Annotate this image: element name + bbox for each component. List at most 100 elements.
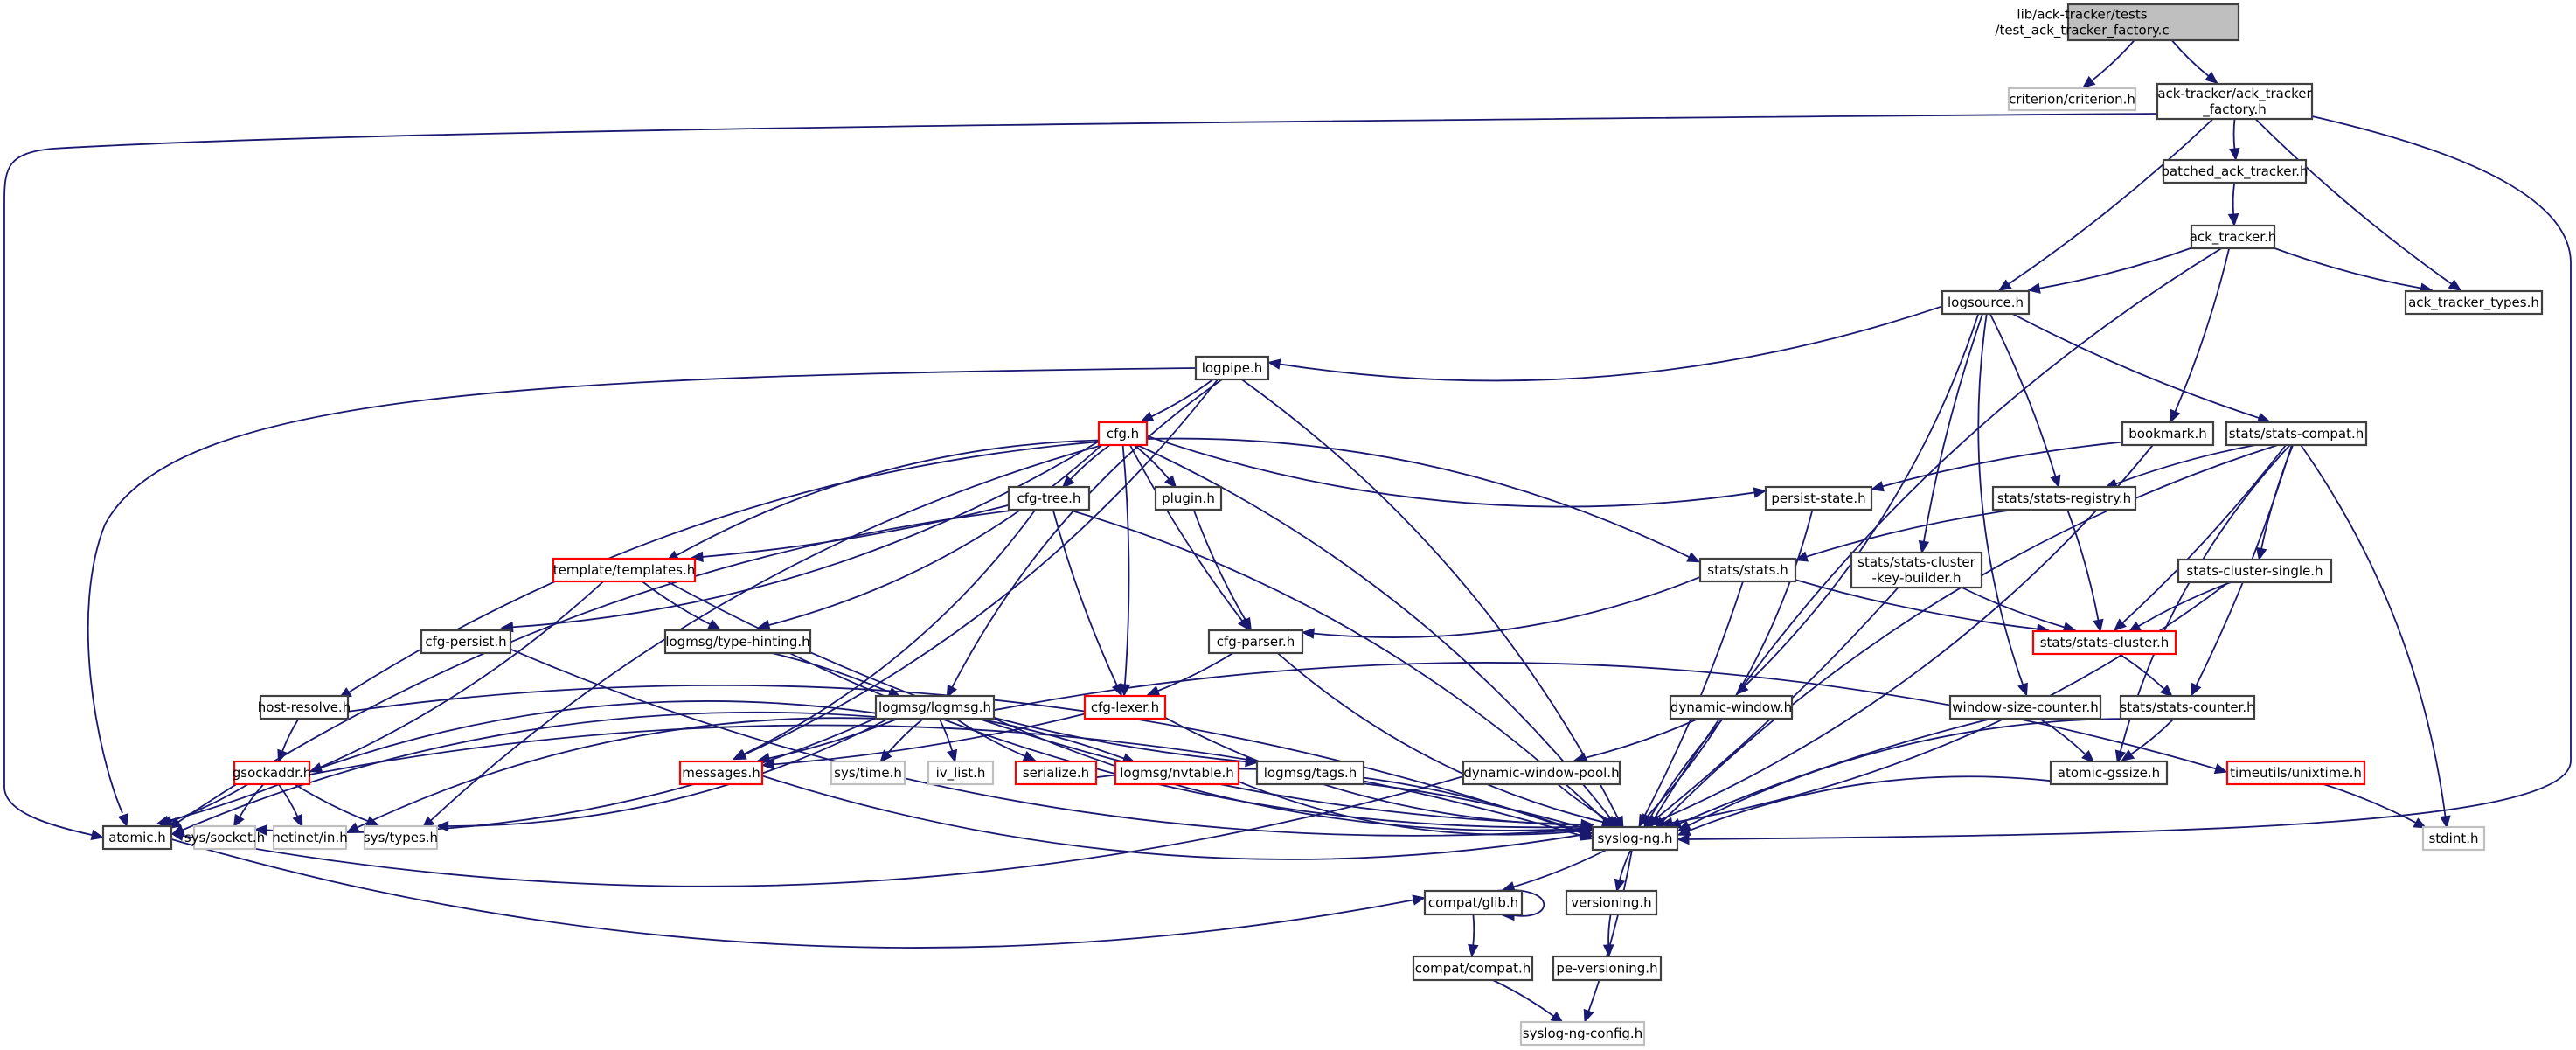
graph-node-persist[interactable]: persist-state.h xyxy=(1764,485,1873,511)
graph-node-statscompat[interactable]: stats/stats-compat.h xyxy=(2225,421,2368,447)
node-label: ack-tracker/ack_tracker xyxy=(2157,86,2312,102)
graph-node-cfglexer[interactable]: cfg-lexer.h xyxy=(1083,694,1167,720)
graph-node-batched[interactable]: batched_ack_tracker.h xyxy=(2161,158,2309,184)
edge-line xyxy=(319,700,877,769)
node-label: batched_ack_tracker.h xyxy=(2161,163,2308,180)
edge-compat-to-config xyxy=(1492,979,1565,1024)
graph-node-winsize[interactable]: window-size-counter.h xyxy=(1948,694,2102,720)
edge-line xyxy=(1961,587,2066,629)
node-box xyxy=(552,557,697,583)
graph-node-keybuilder[interactable]: stats/stats-cluster-key-builder.h xyxy=(1850,551,1983,589)
graph-node-serialize[interactable]: serialize.h xyxy=(1014,760,1098,786)
node-label: stdint.h xyxy=(2428,831,2478,846)
graph-node-netinet[interactable]: netinet/in.h xyxy=(272,824,348,851)
edge-acktracker-to-logsource xyxy=(2027,247,2192,294)
node-box xyxy=(1552,955,1663,982)
graph-node-statsregistry[interactable]: stats/stats-registry.h xyxy=(1991,485,2137,511)
edge-bookmark-to-persist xyxy=(1870,441,2123,492)
arrowhead-icon xyxy=(707,619,722,630)
arrowhead-icon xyxy=(1606,815,1621,827)
node-label: sys/types.h xyxy=(364,830,438,845)
graph-node-unixtime[interactable]: timeutils/unixtime.h xyxy=(2225,760,2366,786)
graph-node-statscluster[interactable]: stats/stats-cluster.h xyxy=(2031,629,2177,656)
graph-node-stdint[interactable]: stdint.h xyxy=(2421,825,2486,852)
graph-node-peversioning[interactable]: pe-versioning.h xyxy=(1552,955,1663,982)
graph-node-nvtable[interactable]: logmsg/nvtable.h xyxy=(1114,760,1240,786)
node-box xyxy=(874,694,996,720)
edge-line xyxy=(294,783,370,823)
graph-node-compat[interactable]: compat/compat.h xyxy=(1412,955,1534,982)
graph-node-logmsg[interactable]: logmsg/logmsg.h xyxy=(874,694,996,720)
graph-node-statscounter[interactable]: stats/stats-counter.h xyxy=(2119,694,2256,720)
node-box xyxy=(2404,289,2544,316)
graph-node-acktracker[interactable]: ack_tracker.h xyxy=(2190,224,2277,250)
node-box xyxy=(927,760,995,786)
graph-node-dynwinpool[interactable]: dynamic-window-pool.h xyxy=(1462,760,1621,786)
edge-line xyxy=(1743,313,1980,688)
graph-node-cfgparser[interactable]: cfg-parser.h xyxy=(1207,629,1304,655)
graph-node-cfgtree[interactable]: cfg-tree.h xyxy=(1007,485,1091,511)
edge-line xyxy=(1052,509,1119,687)
node-box xyxy=(1991,485,2137,511)
node-box xyxy=(1698,557,1797,583)
node-label: cfg-parser.h xyxy=(1217,634,1295,650)
graph-node-logpipe[interactable]: logpipe.h xyxy=(1194,355,1270,381)
graph-node-bookmark[interactable]: bookmark.h xyxy=(2121,421,2215,447)
graph-node-factory[interactable]: ack-tracker/ack_tracker_factory.h xyxy=(2156,82,2314,121)
graph-node-syssocket[interactable]: sys/socket.h xyxy=(184,824,265,851)
graph-node-acktypes[interactable]: ack_tracker_types.h xyxy=(2404,289,2544,316)
node-box xyxy=(2190,224,2276,250)
node-label: -key-builder.h xyxy=(1872,570,1962,586)
node-label: ack_tracker.h xyxy=(2190,229,2277,246)
node-label: atomic.h xyxy=(108,830,166,845)
graph-node-tags[interactable]: logmsg/tags.h xyxy=(1255,760,1365,786)
graph-node-systypes[interactable]: sys/types.h xyxy=(363,824,439,851)
graph-node-versioning[interactable]: versioning.h xyxy=(1565,889,1658,916)
graph-node-stats[interactable]: stats/stats.h xyxy=(1698,557,1797,583)
graph-node-messages[interactable]: messages.h xyxy=(678,760,764,786)
graph-node-ivlist[interactable]: iv_list.h xyxy=(927,760,995,786)
node-label: syslog-ng-config.h xyxy=(1523,1026,1642,1041)
graph-node-config[interactable]: syslog-ng-config.h xyxy=(1519,1020,1646,1047)
graph-node-criterion[interactable]: criterion/criterion.h xyxy=(2007,87,2137,112)
graph-node-hostresolve[interactable]: host-resolve.h xyxy=(258,694,351,720)
edge-plugin-to-cfgparser xyxy=(1192,509,1252,631)
graph-node-templates[interactable]: template/templates.h xyxy=(552,557,697,583)
arrowhead-icon xyxy=(309,762,323,773)
node-label: host-resolve.h xyxy=(258,699,351,715)
node-label: window-size-counter.h xyxy=(1952,699,2098,715)
arrowhead-icon xyxy=(1022,750,1037,761)
graph-node-typehinting[interactable]: logmsg/type-hinting.h xyxy=(663,629,812,655)
graph-node-glib[interactable]: compat/glib.h xyxy=(1423,889,1524,916)
edge-logsource-to-keybuilder xyxy=(1918,313,1983,554)
graph-node-syslogng[interactable]: syslog-ng.h xyxy=(1591,825,1679,852)
node-box xyxy=(1941,289,2031,316)
arrowhead-icon xyxy=(732,749,746,761)
edge-line xyxy=(2129,718,2175,756)
edge-line xyxy=(2254,118,2453,286)
node-label: logmsg/tags.h xyxy=(1264,765,1357,781)
arrowhead-icon xyxy=(1870,481,1885,492)
edge-logpipe-to-cfg xyxy=(1140,379,1214,422)
graph-node-atomicgssize[interactable]: atomic-gssize.h xyxy=(2049,760,2169,786)
graph-node-clustersingle[interactable]: stats-cluster-single.h xyxy=(2177,558,2333,584)
graph-node-gsockaddr[interactable]: gsockaddr.h xyxy=(233,760,311,786)
edge-line xyxy=(1977,313,2024,686)
graph-node-plugin[interactable]: plugin.h xyxy=(1154,485,1223,511)
arrowhead-icon xyxy=(2027,282,2041,294)
arrowhead-icon xyxy=(1240,616,1252,631)
arrowhead-icon xyxy=(1061,475,1075,489)
graph-node-systime[interactable]: sys/time.h xyxy=(830,760,906,786)
edge-line xyxy=(3,113,2158,836)
edge-line xyxy=(1164,717,1583,826)
graph-node-cfgpersist[interactable]: cfg-persist.h xyxy=(420,629,512,655)
graph-node-atomic[interactable]: atomic.h xyxy=(101,824,173,851)
edge-factory-to-atomic xyxy=(3,113,2158,841)
graph-node-cfg[interactable]: cfg.h xyxy=(1097,421,1149,447)
graph-node-dynwin[interactable]: dynamic-window.h xyxy=(1669,694,1794,720)
node-label: logsource.h xyxy=(1948,295,2024,310)
edge-line xyxy=(2323,783,2418,824)
graph-node-logsource[interactable]: logsource.h xyxy=(1941,289,2031,316)
edge-cfglexer-to-messages xyxy=(760,713,1086,770)
node-label: logpipe.h xyxy=(1202,360,1263,376)
